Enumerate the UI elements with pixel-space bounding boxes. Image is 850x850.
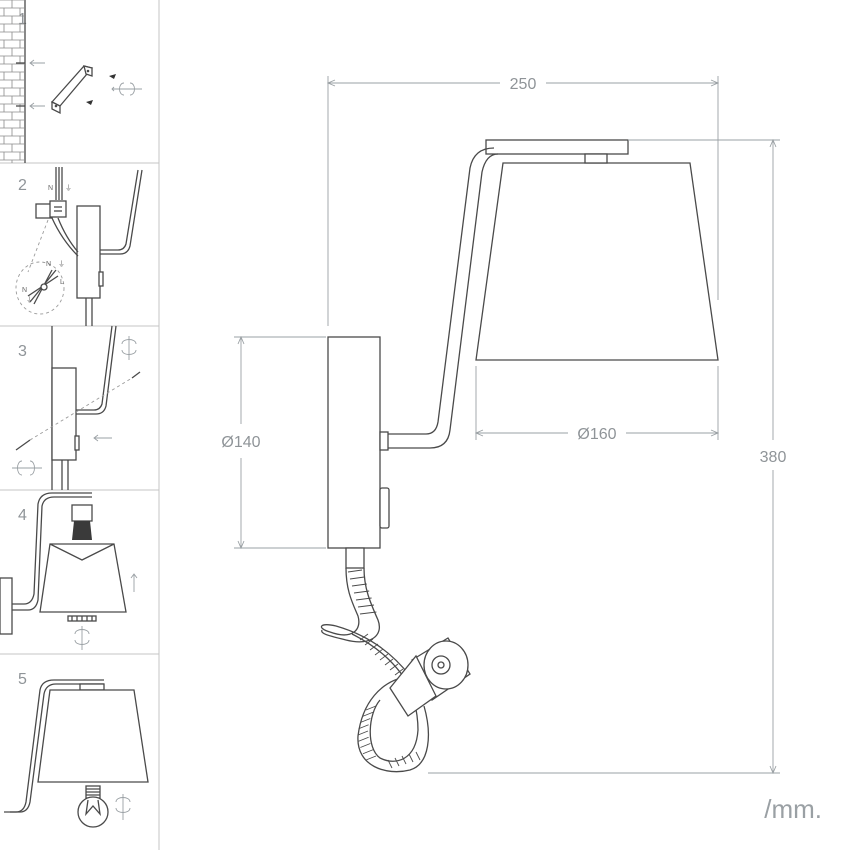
rotate-icon [111,82,142,96]
step-number-4: 4 [18,507,27,524]
lamp-base-icon [51,325,117,490]
rotate-icon [12,460,42,476]
lamp-shade-icon [37,689,149,783]
lamp-drawing [320,139,719,773]
screw-icon [16,62,25,107]
step-4-panel: 4 [0,492,138,650]
arm-joint [379,431,389,451]
detail-callout [15,261,65,315]
reading-cord [320,567,430,773]
step-number-5: 5 [18,671,27,688]
wire-connection-detail [27,269,59,305]
dimension-width: 250 [326,76,720,326]
callout-line [27,219,49,273]
terminal-block-icon [35,200,67,219]
instruction-column [0,0,160,850]
arrow-left-icon [29,59,45,67]
step-3-panel: 3 [12,325,141,490]
detail-label-earth: ⏚ [58,260,65,268]
rotate-icon [74,626,90,650]
screw-tip-icon [86,100,93,105]
switch-button [379,487,390,529]
height-label: 380 [760,449,787,466]
bulb-icon [77,785,109,828]
step-2-panel: 2 N ⏚ N ⏚ N ⏚ L [15,167,143,326]
rotate-icon [121,336,137,360]
wall-plate [327,336,381,549]
step-5-panel: 5 [4,671,149,828]
screwdriver-icon [15,371,141,451]
detail-label-n2: N [22,287,27,294]
dimension-height: 380 [428,138,787,775]
wire-label-earth: ⏚ [65,184,72,192]
detail-label-earth2: ⏚ [26,296,33,304]
step-number-3: 3 [18,343,27,360]
dimension-base: Ø140 [221,335,326,550]
brick-wall-icon [0,0,26,163]
shade-ring-icon [67,615,97,622]
detail-label-n: N [46,261,51,268]
arrow-up-icon [130,573,138,592]
lamp-base-icon [51,169,143,326]
arrow-left-icon [29,102,45,110]
base-diameter-label: Ø140 [221,434,260,451]
step-1-panel: 1 [0,0,142,163]
step-number-1: 1 [18,11,27,28]
rotate-icon [115,794,131,820]
lamp-arm-inner [388,153,499,449]
arm-top-plate [485,139,629,155]
arrow-left-icon [93,434,112,442]
lamp-shade-icon [39,543,127,613]
lamp-arm-outer [388,147,495,435]
bulb-socket-icon [71,504,93,540]
wire-icon [55,167,63,200]
lamp-arm-icon [0,492,92,635]
unit-label: /mm. [764,794,822,824]
bracket-icon [50,65,94,115]
lamp-shade [475,162,719,361]
step-number-2: 2 [18,177,27,194]
dimension-shade: Ø160 [474,366,720,443]
shade-mount [584,153,608,164]
shade-diameter-label: Ø160 [577,426,616,443]
cord-grommet [345,547,365,569]
screw-tip-icon [109,74,116,79]
reading-light-head [389,637,471,717]
wire-label-n: N [48,185,53,192]
width-label: 250 [510,76,537,93]
detail-label-l: L [60,279,64,286]
